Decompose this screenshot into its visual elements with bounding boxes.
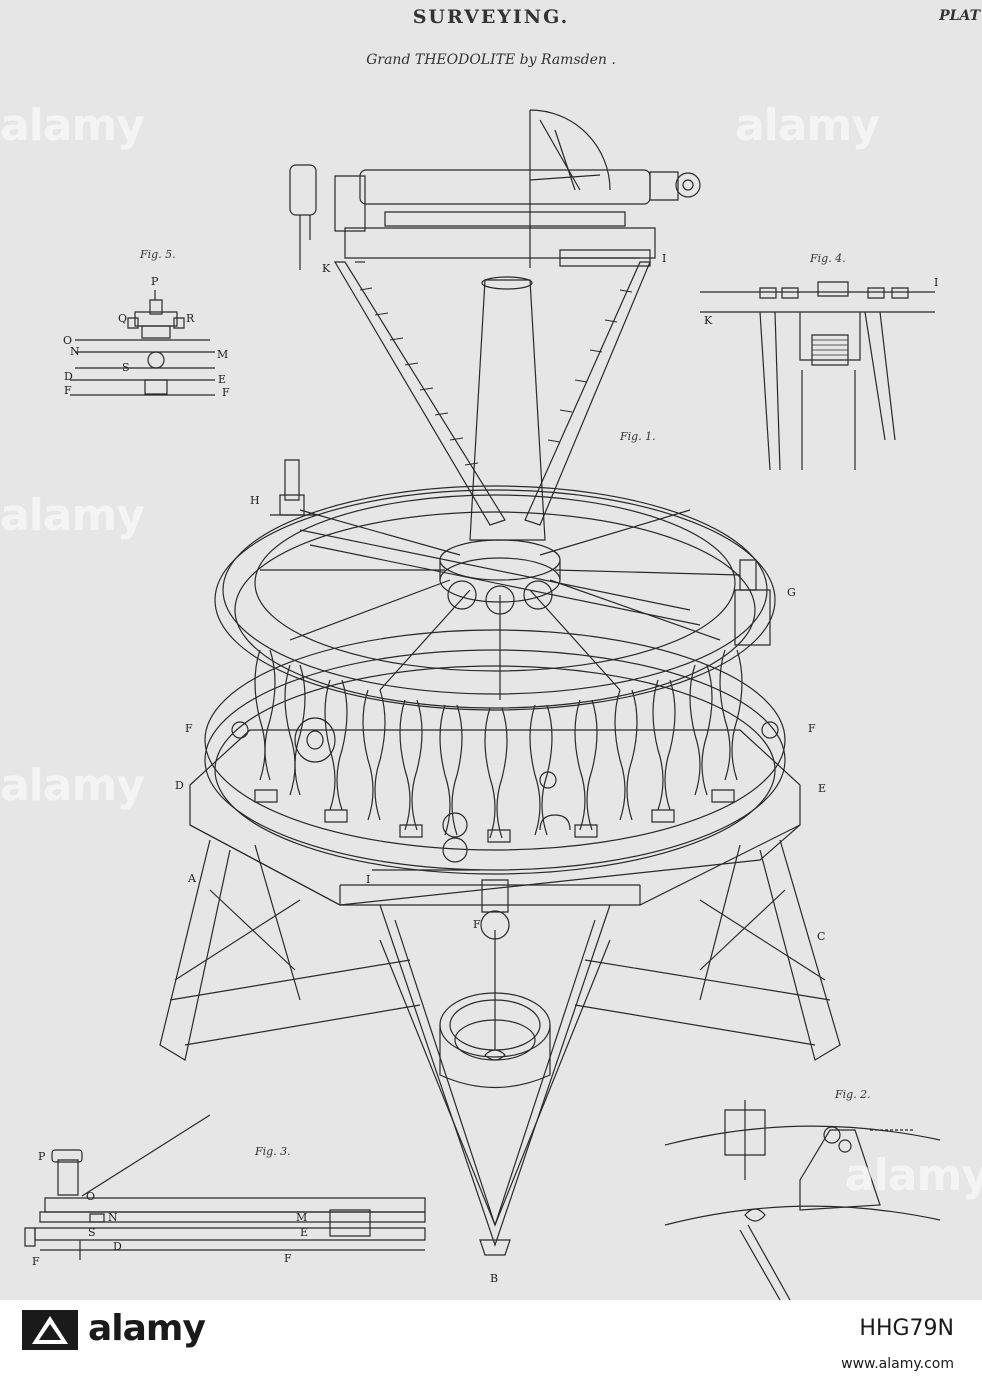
fig5-label-F-left: F [64,384,72,397]
footer-logo-badge [22,1310,78,1350]
fig1-label-B: B [490,1272,499,1285]
fig1-label-H: H [250,494,260,507]
fig5-label-P: P [151,275,159,288]
balusters [255,650,742,838]
fig5-label-N: N [70,345,80,358]
fig4-label-I: I [934,276,939,289]
watermark-logo: alamy [845,1150,982,1201]
fig3-label-O: O [86,1190,96,1203]
fig3-label-F-left: F [32,1255,40,1268]
fig3-label-P: P [38,1150,46,1163]
fig5-drawing [70,290,215,395]
fig5-label-R: R [186,312,195,325]
fig3-drawing [25,1115,425,1260]
engraving-plate: SURVEYING. PLAT Grand THEODOLITE by Rams… [0,0,982,1300]
fig3-label-D: D [113,1240,122,1253]
alamy-logo-icon [32,1316,68,1344]
footer-site: www.alamy.com [841,1356,954,1372]
watermark-logo: alamy [735,100,880,151]
fig2-caption: Fig. 2. [835,1088,871,1101]
footer-image-id: HHG79N [859,1316,954,1341]
watermark-logo: alamy [0,760,145,811]
fig1-label-I-low: I [366,873,371,886]
fig5-label-Q: Q [118,312,128,325]
fig1-caption: Fig. 1. [620,430,656,443]
fig1-label-D: D [175,779,184,792]
engraving-drawing [0,0,982,1300]
fig1-label-K: K [322,262,331,275]
fig3-label-E: E [300,1226,309,1239]
fig5-label-F-right: F [222,386,230,399]
fig4-label-K: K [704,314,713,327]
fig4-drawing [700,282,935,470]
azimuth-circle [215,460,775,710]
fig1-label-F-low: F [473,918,481,931]
footer-brand: alamy [88,1308,206,1349]
fig1-label-I-top: I [662,252,667,265]
plate-number: PLAT [939,8,980,24]
fig1-label-F-left: F [185,722,193,735]
fig5-label-D: D [64,370,73,383]
fig5-caption: Fig. 5. [140,248,176,261]
theodolite-telescope [290,110,700,270]
fig3-caption: Fig. 3. [255,1145,291,1158]
fig4-caption: Fig. 4. [810,252,846,265]
fig5-label-M: M [217,348,229,361]
watermark-footer: alamy HHG79N www.alamy.com [0,1300,982,1390]
fig5-label-S: S [122,361,130,374]
fig3-label-F-mid: F [284,1252,292,1265]
fig5-label-O: O [63,334,73,347]
theodolite-pillar-and-braces [335,262,650,540]
fig1-label-F-right: F [808,722,816,735]
fig1-label-E: E [818,782,827,795]
fig5-label-E: E [218,373,227,386]
tripod-stand [160,840,840,1255]
fig1-label-A: A [188,872,196,885]
fig1-label-G: G [787,586,796,599]
watermark-logo: alamy [0,100,145,151]
plate-heading: SURVEYING. [412,6,570,28]
fig3-label-S: S [88,1226,96,1239]
fig3-label-N: N [108,1211,118,1224]
fig1-label-C: C [817,930,826,943]
plate-subtitle: Grand THEODOLITE by Ramsden . [366,52,616,68]
balustrade-ring [205,630,785,874]
watermark-logo: alamy [0,490,145,541]
fig3-label-M: M [296,1211,308,1224]
fig2-drawing [665,1100,940,1300]
